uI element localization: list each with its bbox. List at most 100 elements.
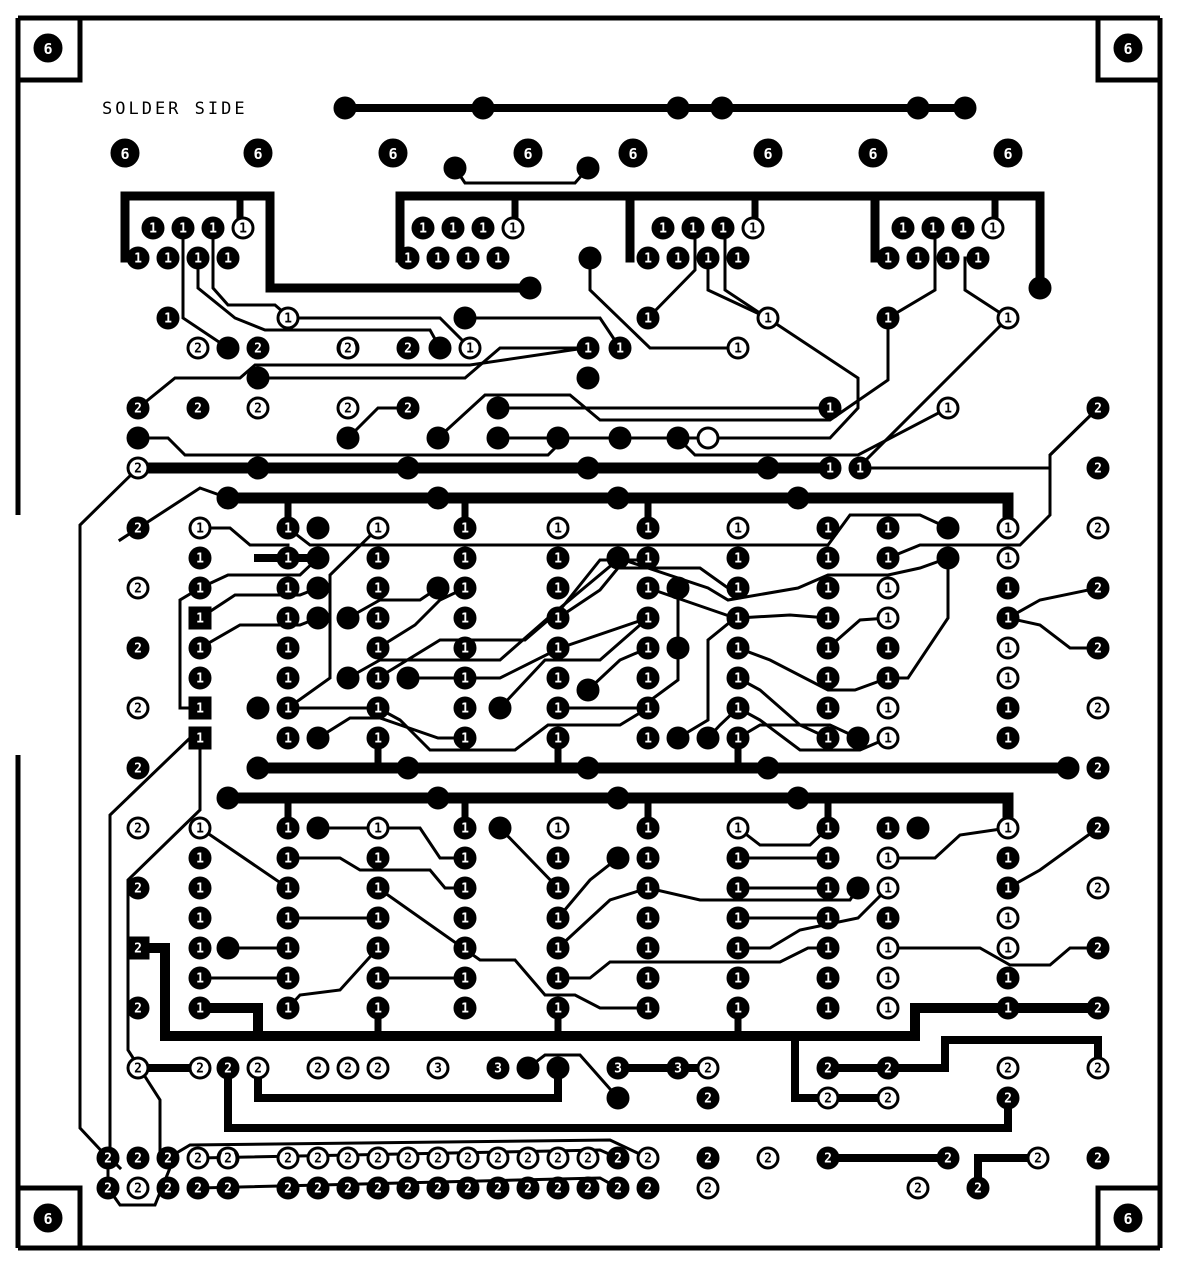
ic-pin (188, 516, 212, 540)
ic-pin (816, 516, 840, 540)
connector-pad-label: 2 (164, 1182, 172, 1197)
signal-trace (735, 675, 830, 740)
ic-pin-label: 1 (884, 702, 892, 717)
edge-pad-label: 2 (1094, 522, 1102, 537)
ic-pin-label: 1 (824, 732, 832, 747)
connector-pad (636, 1146, 660, 1170)
signal-trace (197, 616, 320, 651)
ic-pin-label: 1 (461, 912, 469, 927)
edge-pad (1086, 576, 1110, 600)
via (606, 546, 630, 570)
board-outline (15, 15, 1163, 1251)
header-pin-label: 1 (749, 222, 757, 237)
ic-pin (996, 726, 1020, 750)
ic-pin (876, 606, 900, 630)
via (336, 666, 360, 690)
ic-pin-label: 1 (284, 522, 292, 537)
header-pin-label: 1 (509, 222, 517, 237)
ic-pin (276, 576, 300, 600)
ic-pin-label: 1 (374, 522, 382, 537)
mount-hole (618, 138, 648, 168)
connector-pad (96, 1146, 120, 1170)
ic-pin (816, 606, 840, 630)
signal-trace (736, 556, 950, 692)
connector-pad-label: 2 (374, 1152, 382, 1167)
ic-pin (636, 966, 660, 990)
ic-pin (636, 666, 660, 690)
edge-pad (126, 996, 150, 1020)
pad (608, 336, 632, 360)
connector-pad-label: 2 (464, 1182, 472, 1197)
ic-pin-label: 1 (824, 912, 832, 927)
header-pin-label: 1 (989, 222, 997, 237)
ic-pin-label: 1 (824, 852, 832, 867)
ic-pin-label: 1 (284, 852, 292, 867)
connector-pad (96, 1176, 120, 1200)
connector-pad-label: 2 (824, 1062, 832, 1077)
ic-pin (996, 636, 1020, 660)
ic-pin (726, 966, 750, 990)
via (666, 726, 690, 750)
mount-hole-label: 6 (120, 145, 129, 163)
ic-pin (876, 576, 900, 600)
header-pin (216, 246, 240, 270)
connector-pad-label: 3 (614, 1062, 622, 1077)
header-pin (486, 246, 510, 270)
via (666, 576, 690, 600)
ic-pin-label: 1 (461, 702, 469, 717)
ic-pin (816, 666, 840, 690)
copper-traces (78, 104, 1103, 1207)
ic-pin-label: 1 (196, 552, 204, 567)
ic-pin-label: 1 (644, 912, 652, 927)
edge-pad-label: 2 (1094, 1002, 1102, 1017)
ic-pin-label: 1 (734, 942, 742, 957)
corner-bracket (1095, 1185, 1160, 1248)
ic-pin-label: 1 (554, 582, 562, 597)
ic-pin-label: 1 (1004, 642, 1012, 657)
connector-pad (546, 1056, 570, 1080)
signal-trace (735, 705, 890, 752)
connector-pad (486, 1146, 510, 1170)
ic-pin (996, 606, 1020, 630)
header-pin (171, 216, 195, 240)
signal-trace (435, 316, 890, 441)
ic-pin-label: 1 (284, 732, 292, 747)
ic-pin-label: 1 (461, 522, 469, 537)
header-pin-label: 1 (494, 252, 502, 267)
header-pin-label: 1 (479, 222, 487, 237)
edge-pad (1086, 516, 1110, 540)
signal-trace (196, 256, 443, 351)
ic-pin-label: 1 (1004, 522, 1012, 537)
connector-pad (576, 1176, 600, 1200)
connector-pad-label: 2 (914, 1182, 922, 1197)
ic-pin (188, 576, 212, 600)
ic-pin (876, 816, 900, 840)
connector-pad-label: 2 (614, 1182, 622, 1197)
ic-pin (876, 696, 900, 720)
connector-pad (126, 1176, 150, 1200)
edge-pad-label: 2 (134, 522, 142, 537)
header-pin (471, 216, 495, 240)
ic-pin (366, 666, 390, 690)
pad-label: 1 (884, 312, 892, 327)
ic-pin (636, 606, 660, 630)
pad-label: 2 (194, 402, 202, 417)
connector-pad (606, 1146, 630, 1170)
connector-pad-label: 2 (704, 1062, 712, 1077)
ic-pin (876, 726, 900, 750)
ic-pin (726, 576, 750, 600)
ic-pin-label: 1 (554, 852, 562, 867)
pad-label: 1 (734, 342, 742, 357)
ic-pin-label: 1 (824, 702, 832, 717)
pad-label: 1 (466, 342, 474, 357)
header-pin (876, 246, 900, 270)
pad (756, 456, 780, 480)
connector-pad-label: 2 (974, 1182, 982, 1197)
ic-pin (276, 906, 300, 930)
ic-pin-label: 1 (1004, 972, 1012, 987)
pad-label: (2) (336, 342, 359, 357)
header-pin-label: 1 (719, 222, 727, 237)
ic-pin (453, 606, 477, 630)
connector-pad (636, 1176, 660, 1200)
ic-pin-label: 1 (554, 672, 562, 687)
